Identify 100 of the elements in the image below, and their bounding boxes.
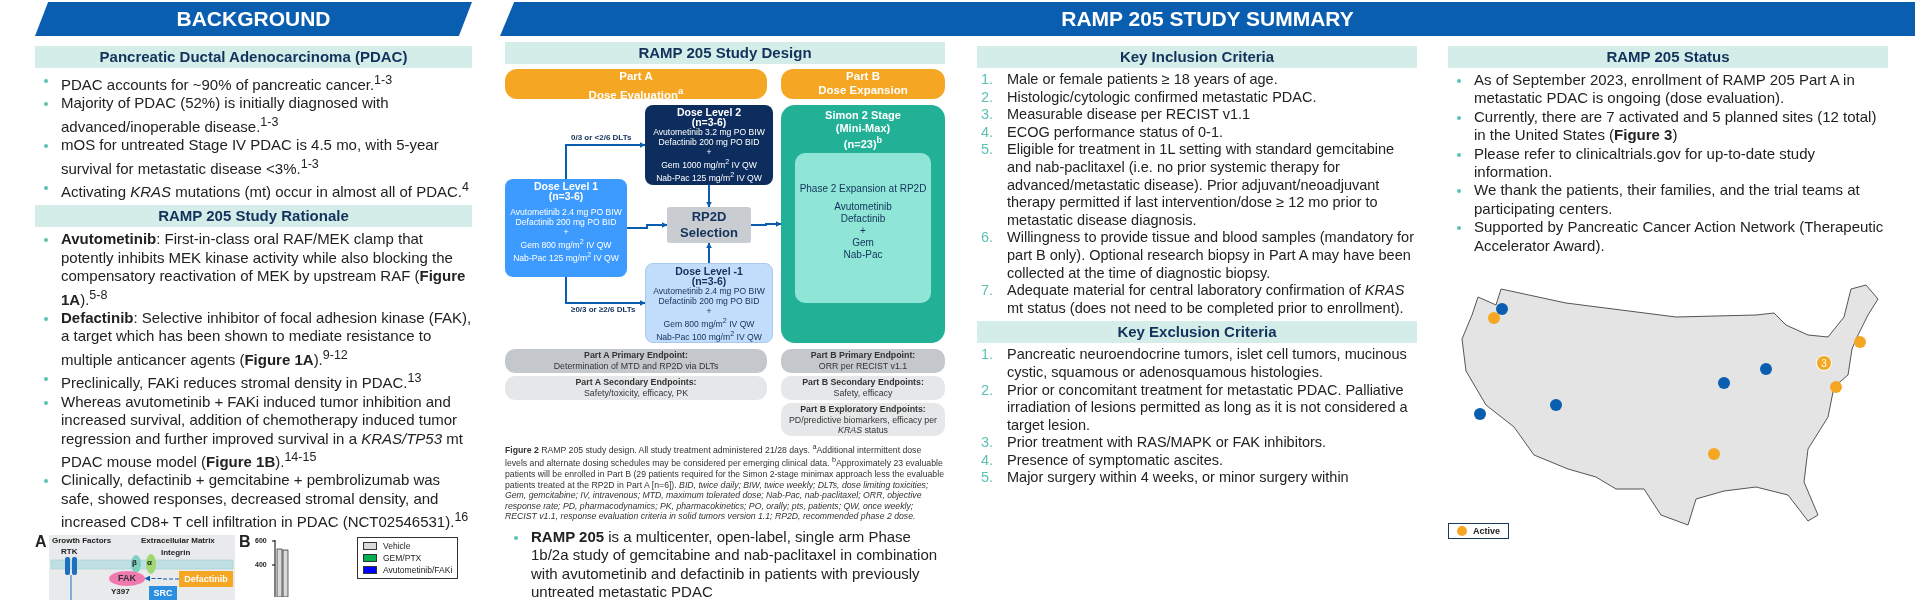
list-item-text: Presence of symptomatic ascites. [1007, 451, 1223, 470]
box-text: Part A [618, 70, 654, 84]
box-text: PD/predictive biomarkers, efficacy per KRAS status [788, 414, 938, 436]
list-number: 4. [980, 451, 995, 470]
list-number: 1. [980, 346, 995, 365]
list-number: 6. [980, 229, 995, 248]
figure-caption: Figure 2 RAMP 205 study design. All study treatment administered 21/28 days. $^{a}$Additional intermittent dose levels and alternate dosing schedules may be considered per emerging clinical data. $^{b}$Approximately 23 evaluable patients will be enrolled in Part B (29 patients required for the Simon 2-stage minimax approach less the evaluable patients treated at the RP2D in Part A [n=6]). BID, twice daily; BIW, twice weekly; DLTs, dose limiting toxicities; Gem, gemcitabine; IV, intravenous; MTD, maximum tolerated dose; Nab-Pac, nab-paclitaxel; ORR, objective response rate; PD, pharmacodynamics; PK, pharmacokinetics; PO, orally; pts, patients; QW, once weekly; RECIST v1.1, response evaluation criteria in solid tumors version 1.1; RP2D, recommended phase 2 dose. [505, 442, 945, 522]
list-item-text: Adequate material for central laboratory confirmation of KRAS mt status (does not need to be completed prior to enrollment). [1007, 282, 1406, 318]
section-header: RAMP 205 Study Rationale [35, 205, 472, 228]
diagram-label: Integrin [161, 547, 191, 557]
dose-level-box [645, 263, 773, 343]
arrow [144, 575, 180, 582]
diagram-label: Growth Factors [52, 535, 112, 545]
list-item-text: Measurable disease per RECIST v1.1 [1007, 106, 1251, 124]
bullet-text: mOS for untreated Stage IV PDAC is 4.5 mo, with 5-year survival for metastatic disease <3%.$^{1-3}$ [35, 136, 472, 179]
box-text: Nab-Pac 100 mg/m$^{2}$ IV QW [655, 329, 763, 342]
diagram-label: β [132, 557, 137, 567]
endpoint-box [781, 349, 945, 373]
panel-letter: A [35, 532, 47, 550]
protein-ellipse: FAK [109, 570, 145, 586]
bullet-text: Preclinically, FAKi reduces stromal density in PDAC.$^{13}$ [35, 369, 472, 393]
box-title: Part B Secondary Endpoints: [801, 377, 925, 388]
list-number: 2. [980, 381, 995, 400]
legend-text: Vehicle [383, 539, 411, 552]
box-title: Dose Level -1 [674, 266, 744, 276]
box-text: Safety, efficacy [832, 387, 894, 398]
box-text: Gem 800 mg/m$^{2}$ IV QW [662, 316, 756, 329]
list-item-text: Prior treatment with RAS/MAPK or FAK inhibitors. [1007, 434, 1327, 452]
protein-box: SRC [149, 585, 177, 600]
section-banner: BACKGROUND [35, 2, 472, 36]
list-number: 4. [980, 123, 995, 142]
list-number: 5. [980, 141, 995, 160]
box-text: Part B [845, 70, 881, 84]
list-number: 7. [980, 282, 995, 301]
edge-label: ≥0/3 or ≥2/6 DLTs [570, 305, 637, 314]
panel-letter: B [239, 532, 251, 550]
arrow [750, 221, 782, 227]
dose-level-box [645, 105, 773, 185]
box-text: Defactinib 200 mg PO BID [514, 217, 618, 227]
arrow [706, 242, 712, 264]
box-text: Phase 2 Expansion at RP2D [798, 183, 928, 195]
list-item-text: Willingness to provide tissue and blood samples (mandatory for part B only). Optional research biopsy in Part A may have been collected at the time of diagnostic biopsy. [1007, 229, 1415, 283]
drug-box: Defactinib [179, 570, 233, 587]
arrow [626, 222, 668, 229]
box-text: Nab-Pac [842, 249, 884, 261]
legend-text: Active [1473, 526, 1500, 537]
box-text: Dose Expansion [817, 83, 909, 97]
box-text: Nab-Pac 125 mg/m$^{2}$ IV QW [655, 170, 763, 183]
diagram-label: α [147, 557, 152, 567]
bullet-text: Avutometinib: First-in-class oral RAF/MEK clamp that potently inhibits MEK kinase activity while also blocking the compensatory reactivation of MEK by upstream RAF (Figure 1A).$^{5-8}$ [35, 230, 472, 310]
endpoint-box [505, 349, 767, 373]
list-item-text: Male or female patients ≥ 18 years of age. [1007, 71, 1278, 89]
dose-level-box [505, 179, 627, 277]
box-title: Part A Primary Endpoint: [583, 350, 689, 361]
bullet-text: RAMP 205 is a multicenter, open-label, single arm Phase 1b/2a study of gemcitabine and nab-paclitaxel in combination with avutometinib and defactinib in patients with previously untreated metastatic PDAC [505, 527, 945, 600]
box-text: Defactinib 200 mg PO BID [657, 296, 761, 306]
box-text: Gem 1000 mg/m$^{2}$ IV QW [660, 157, 758, 170]
legend-text: Avutometinib/FAKi [383, 563, 453, 576]
box-text: Gem 800 mg/m$^{2}$ IV QW [519, 237, 613, 250]
legend-text: GEM/PTX [383, 551, 422, 564]
box-title: (n=23)$^{b}$ [842, 134, 884, 151]
arrow [706, 184, 712, 208]
diagram-label: RTK [61, 546, 78, 556]
edge-label: 0/3 or <2/6 DLTs [570, 133, 633, 142]
bullet-text: As of September 2023, enrollment of RAMP 205 Part A in metastatic PDAC is ongoing (dose evaluation). [1448, 71, 1888, 108]
bullet-text: Supported by Pancreatic Cancer Action Network (Therapeutic Accelerator Award). [1448, 218, 1888, 256]
section-header: RAMP 205 Study Design [505, 42, 945, 64]
bullet-text: PDAC accounts for ~90% of pancreatic cancer.$^{1-3}$ [35, 71, 472, 95]
section-header: Key Inclusion Criteria [977, 46, 1417, 68]
decision-box: RP2D Selection [667, 207, 751, 243]
bullet-text: Majority of PDAC (52%) is initially diagnosed with advanced/inoperable disease.$^{1-3}$ [35, 94, 472, 137]
list-number: 1. [980, 71, 995, 89]
bullet-text: Please refer to clinicaltrials.gov for up-to-date study information. [1448, 144, 1888, 182]
section-header: Key Exclusion Criteria [977, 321, 1417, 344]
box-title: (Mini-Max) [834, 121, 892, 134]
expansion-box [795, 153, 931, 303]
list-item-text: Eligible for treatment in 1L setting with standard gemcitabine and nab-paclitaxel (i.e. no prior systemic therapy for advanced/metastatic disease). Prior adjuvant/neoadjuvant therapy permitted if last intervention/dose ≥ 12 mo prior to metastatic disease diagnosis. [1007, 141, 1396, 230]
list-item-text: Major surgery within 4 weeks, or minor surgery within [1007, 469, 1349, 488]
box-text: Defactinib [839, 213, 887, 225]
bullet-text: We thank the patients, their families, and the trial teams at participating centers. [1448, 181, 1888, 219]
arrow [565, 142, 646, 180]
bullet-text: Clinically, defactinib + gemcitabine + pembrolizumab was safe, showed responses, decreased stromal density, and increased CD8+ T cell infiltration in PDAC (NCT02546531).$^{16}$ [35, 471, 472, 532]
box-text: + [705, 147, 713, 157]
diagram-label: Y397 [111, 586, 130, 596]
list-number: 3. [980, 106, 995, 124]
box-title: Dose Level 2 [675, 107, 743, 117]
bullet-text: Whereas avutometinib + FAKi induced tumor inhibition and increased survival, addition of chemotherapy induced tumor regression and further improved survival in a KRAS/TP53 mt PDAC mouse model (Figure 1B).$^{14-15}$ [35, 392, 472, 472]
bullet-text: Activating KRAS mutations (mt) occur in almost all of PDAC.$^{4}$ [35, 178, 472, 202]
section-header: Pancreatic Ductal Adenocarcinoma (PDAC) [35, 46, 472, 68]
list-item-text: Prior or concomitant treatment for metastatic PDAC. Palliative irradiation of lesions permitted as long as it is not considered a target lesion. [1007, 381, 1409, 435]
endpoint-box [781, 376, 945, 400]
bullet-text: Currently, there are 7 activated and 5 planned sites (12 total) in the United States (Figure 3) [1448, 107, 1888, 145]
box-text: Nab-Pac 125 mg/m$^{2}$ IV QW [512, 250, 620, 263]
list-number: 2. [980, 88, 995, 107]
box-text: ORR per RECIST v1.1 [817, 360, 909, 371]
phase-banner [781, 69, 945, 99]
section-banner: RAMP 205 STUDY SUMMARY [500, 2, 1915, 36]
list-item-text: Pancreatic neuroendocrine tumors, islet cell tumors, mucinous cystic, squamous or adenosquamous histologies. [1007, 346, 1408, 382]
box-text: + [859, 225, 867, 237]
endpoint-box [505, 376, 767, 400]
